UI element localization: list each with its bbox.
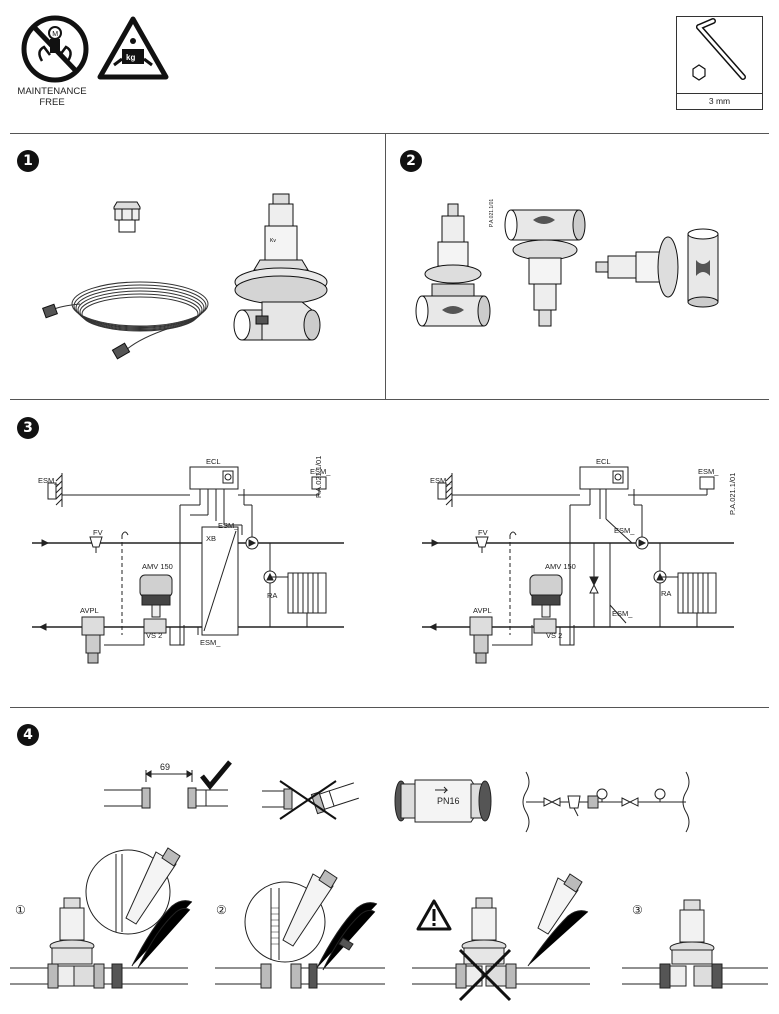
separator-vertical xyxy=(385,133,386,399)
right-esm-mid-label: ESM_ xyxy=(614,526,635,535)
left-amv-label: AMV 150 xyxy=(142,562,173,571)
hex-key-icon xyxy=(692,18,746,81)
nut-illustration xyxy=(113,201,141,233)
right-code-label: P.A.021.1/01 xyxy=(728,472,737,515)
impulse-tube-coil xyxy=(42,281,209,360)
section-number-1: 1 xyxy=(17,150,39,172)
left-ra-label: RA xyxy=(267,591,278,600)
left-esm-bottom-label: ESM_ xyxy=(200,638,221,647)
left-esm-xb-label: ESM_ xyxy=(218,521,239,530)
right-amv-label: AMV 150 xyxy=(545,562,576,571)
svg-text:M: M xyxy=(52,31,58,38)
installation-sequence-schematic xyxy=(522,771,690,833)
system-diagram-right xyxy=(422,466,734,664)
maintenance-free-icon: M xyxy=(21,15,89,83)
step-wrong-illustration xyxy=(412,873,590,1002)
pipe-alignment-correct xyxy=(104,760,232,809)
right-vs-label: VS 2 xyxy=(546,631,563,640)
weight-warning-icon: kg xyxy=(97,16,169,80)
step-2-illustration xyxy=(215,869,385,989)
step-3-label: ③ xyxy=(632,903,643,917)
left-code-label: P.A.021.1/01 xyxy=(314,455,323,498)
right-avpl-label: AVPL xyxy=(473,606,492,615)
left-xb-label: XB xyxy=(206,534,217,543)
step-1-label: ① xyxy=(15,903,26,917)
left-vs-label: VS 2 xyxy=(146,631,163,640)
step-1-illustration xyxy=(10,847,193,989)
svg-text:kg: kg xyxy=(126,53,135,62)
separator-3 xyxy=(10,707,769,708)
valve-orientation-horizontal xyxy=(595,228,719,308)
section-number-2: 2 xyxy=(400,150,422,172)
right-esm-left-label: ESM_ xyxy=(430,476,451,485)
gap-dimension-label: 69 xyxy=(160,762,171,772)
warning-icon xyxy=(416,899,452,931)
valve-body-pn16 xyxy=(394,779,492,823)
section-number-3: 3 xyxy=(17,417,39,439)
section-number-4: 4 xyxy=(17,724,39,746)
code-2a: P.A.021.1/01 xyxy=(489,198,496,228)
right-esm-right-label: ESM_ xyxy=(698,467,719,476)
right-ra-label: RA xyxy=(661,589,672,598)
separator-1 xyxy=(10,133,769,134)
step-3-illustration xyxy=(622,899,768,989)
pn-rating-label: PN16 xyxy=(437,796,460,806)
hex-key-box: 3 mm xyxy=(676,16,763,110)
valve-orientation-upright xyxy=(415,203,491,327)
right-ecl-label: ECL xyxy=(596,457,611,466)
pipe-misaligned-wrong xyxy=(262,780,359,820)
left-avpl-label: AVPL xyxy=(80,606,99,615)
left-ecl-label: ECL xyxy=(206,457,221,466)
separator-2 xyxy=(10,399,769,400)
system-diagram-left xyxy=(32,466,344,664)
valve-illustration-1: Kv xyxy=(233,193,328,341)
step-2-label: ② xyxy=(216,903,227,917)
right-fv-label: FV xyxy=(478,528,488,537)
svg-text:Kv: Kv xyxy=(270,238,276,244)
valve-orientation-inverted xyxy=(504,209,586,327)
hex-key-size: 3 mm xyxy=(677,93,762,109)
left-esm-right-label: ESM_ xyxy=(310,467,331,476)
left-esm-left-label: ESM_ xyxy=(38,476,59,485)
right-esm-bottom-label: ESM_ xyxy=(612,609,633,618)
left-fv-label: FV xyxy=(93,528,103,537)
maintenance-free-label: MAINTENANCE FREE xyxy=(17,86,87,108)
